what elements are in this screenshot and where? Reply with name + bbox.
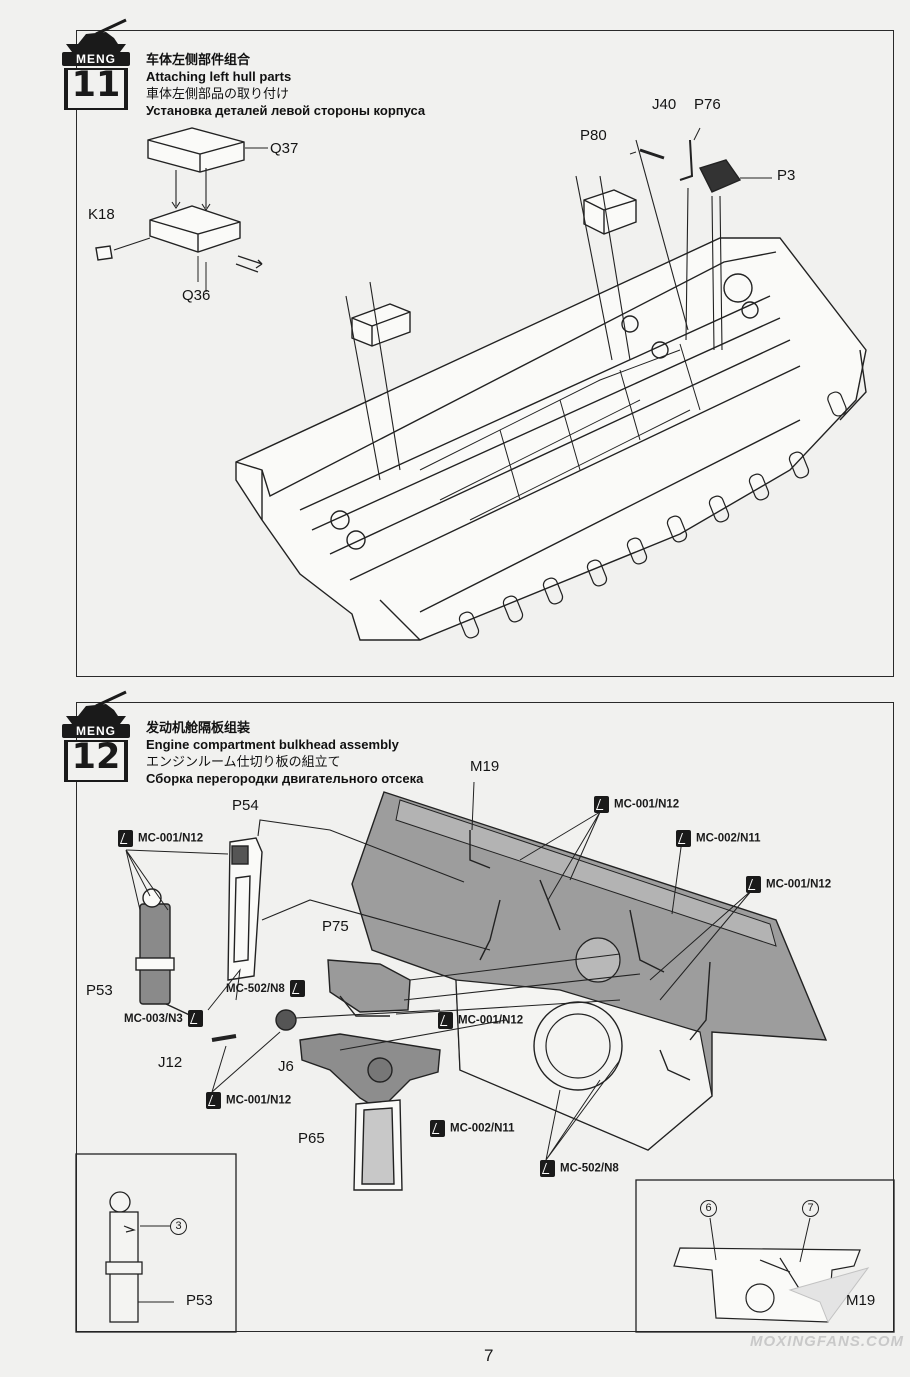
step12-title-en: Engine compartment bulkhead assembly: [146, 737, 399, 752]
part-label-q36: Q36: [182, 287, 211, 304]
step11-brand: MENG: [76, 52, 116, 66]
inset-right-callout-6: 6: [700, 1200, 717, 1217]
step12-title-jp: エンジンルーム仕切り板の組立て: [146, 754, 341, 769]
step12-brand: MENG: [76, 724, 116, 738]
paint-ref: MC-502/N8: [540, 1160, 619, 1177]
step11-frame: [76, 30, 894, 677]
step11-number: 11: [71, 65, 121, 105]
step12-badge: MENG 12: [56, 686, 134, 782]
paint-ref: MC-001/N12: [438, 1012, 523, 1029]
brush-icon: [289, 980, 305, 997]
part-label-j6: J6: [278, 1058, 294, 1075]
paint-ref: MC-001/N12: [746, 876, 831, 893]
part-label-p3: P3: [777, 167, 796, 184]
brush-icon: [540, 1160, 555, 1177]
step12-number: 12: [71, 737, 121, 777]
step11-titles: 车体左侧部件组合 Attaching left hull parts 車体左側部…: [146, 51, 425, 119]
paint-ref: MC-003/N3: [124, 1010, 208, 1027]
part-label-p54: P54: [232, 797, 259, 814]
tank-logo-icon: [62, 18, 130, 110]
paint-ref: MC-002/N11: [676, 830, 761, 847]
step12-title-zh: 发动机舱隔板组装: [146, 720, 251, 735]
step12-frame: [76, 702, 894, 1332]
inset-left-callout: 3: [170, 1218, 187, 1235]
paint-ref: MC-001/N12: [118, 830, 203, 847]
brush-icon: [676, 830, 691, 847]
brush-icon: [187, 1010, 203, 1027]
part-label-k18: K18: [88, 206, 115, 223]
step11-title-zh: 车体左侧部件组合: [146, 52, 251, 67]
brush-icon: [118, 830, 133, 847]
paint-ref: MC-001/N12: [594, 796, 679, 813]
part-label-p76: P76: [694, 96, 721, 113]
inset-right-part-label: M19: [846, 1292, 876, 1309]
step12-titles: 发动机舱隔板组装 Engine compartment bulkhead ass…: [146, 719, 423, 787]
part-label-p75: P75: [322, 918, 349, 935]
brush-icon: [594, 796, 609, 813]
paint-ref: MC-502/N8: [226, 980, 310, 997]
step11-title-ru: Установка деталей левой стороны корпуса: [146, 103, 426, 118]
part-label-p65: P65: [298, 1130, 325, 1147]
brush-icon: [438, 1012, 453, 1029]
part-label-m19: M19: [470, 758, 500, 775]
part-label-p53: P53: [86, 982, 113, 999]
part-label-p80: P80: [580, 127, 607, 144]
part-label-j12: J12: [158, 1054, 183, 1071]
part-label-q37: Q37: [270, 140, 299, 157]
paint-ref: MC-001/N12: [206, 1092, 291, 1109]
tank-logo-icon: [62, 690, 130, 782]
step11-title-jp: 車体左側部品の取り付け: [146, 86, 290, 101]
step11-badge: MENG 11: [56, 14, 134, 110]
inset-left-part-label: P53: [186, 1292, 213, 1309]
page-number: 7: [484, 1346, 494, 1365]
brush-icon: [206, 1092, 221, 1109]
part-label-j40: J40: [652, 96, 677, 113]
inset-right-callout-7: 7: [802, 1200, 819, 1217]
brush-icon: [430, 1120, 445, 1137]
step12-title-ru: Сборка перегородки двигательного отсека: [146, 771, 424, 786]
step11-title-en: Attaching left hull parts: [146, 69, 292, 84]
brush-icon: [746, 876, 761, 893]
paint-ref: MC-002/N11: [430, 1120, 515, 1137]
watermark: MOXINGFANS.COM: [750, 1333, 905, 1350]
